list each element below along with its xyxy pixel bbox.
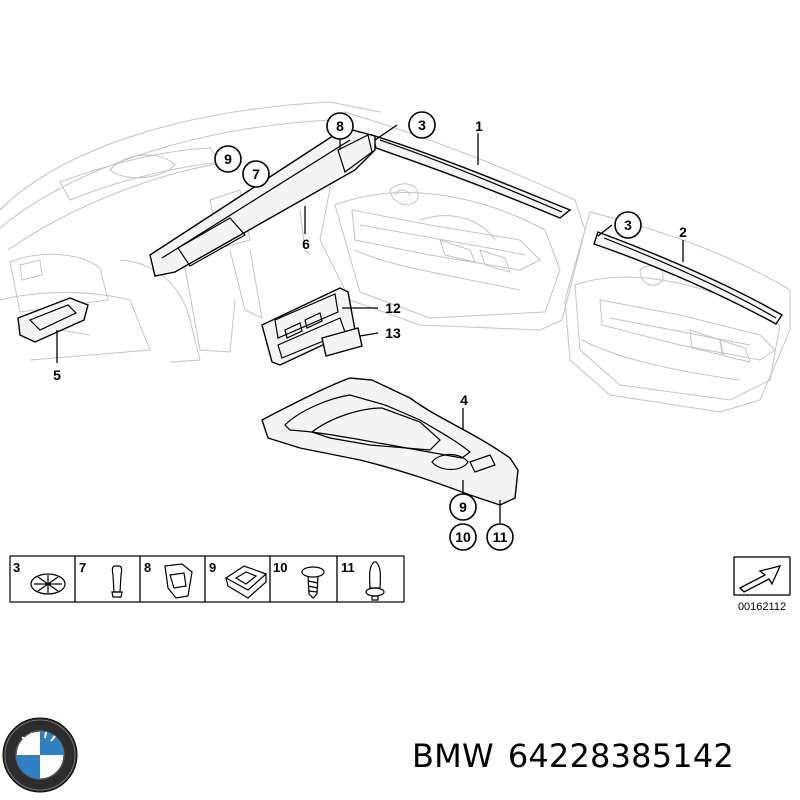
callout-4: 4 (460, 392, 468, 408)
callout-5-label: 5 (53, 367, 61, 383)
screw-icon (301, 566, 325, 599)
callout-6: 6 (302, 236, 310, 252)
footer-part-caption: BMW 64228385142 (412, 737, 792, 775)
star-clip-icon (30, 573, 66, 595)
callout-11: 11 (486, 523, 514, 551)
callout-2: 2 (679, 224, 687, 240)
brand-name: BMW (412, 737, 494, 775)
callout-12: 12 (385, 300, 401, 316)
callout-9a-label: 9 (224, 151, 232, 167)
callout-3a: 3 (408, 111, 436, 139)
callout-7: 7 (242, 160, 270, 188)
callout-4-label: 4 (460, 392, 468, 408)
callout-3b-label: 3 (624, 217, 632, 233)
callout-2-label: 2 (679, 224, 687, 240)
callout-9a: 9 (214, 145, 242, 173)
fastener-label-7: 7 (79, 560, 86, 575)
callout-12-label: 12 (385, 300, 401, 316)
callout-7-label: 7 (252, 166, 260, 182)
door-trim-strip-rear (593, 231, 783, 325)
side-vent-trim (17, 297, 89, 343)
callout-11-label: 11 (493, 529, 508, 545)
center-switch-panel (261, 287, 356, 366)
fastener-label-9: 9 (209, 560, 216, 575)
switch-panel-insert (321, 327, 363, 357)
callout-6-label: 6 (302, 236, 310, 252)
callout-1: 1 (475, 118, 483, 134)
bmw-logo-icon (2, 717, 78, 793)
leader-lines (56, 124, 684, 523)
fasteners-strip: 3 7 8 9 10 11 (9, 555, 405, 603)
callout-3a-label: 3 (418, 117, 426, 133)
callout-3b: 3 (614, 211, 642, 239)
part-number: 64228385142 (507, 737, 734, 775)
callout-10-label: 10 (455, 529, 471, 545)
fastener-label-10: 10 (273, 560, 287, 575)
square-clip-icon (224, 565, 268, 599)
callout-9b: 9 (449, 493, 477, 521)
fastener-label-3: 3 (13, 560, 20, 575)
fastener-label-8: 8 (144, 560, 151, 575)
pin-icon (111, 565, 123, 598)
callout-5: 5 (53, 367, 61, 383)
callout-1-label: 1 (475, 118, 483, 134)
callout-13-label: 13 (385, 325, 401, 341)
front-door-background (319, 111, 586, 331)
expansion-rivet-icon (365, 561, 385, 601)
callout-13: 13 (385, 325, 401, 341)
callout-8-label: 8 (336, 118, 344, 134)
callout-9b-label: 9 (459, 499, 467, 515)
callout-10: 10 (449, 523, 477, 551)
reference-arrow-icon (733, 556, 791, 596)
diagram-reference-code: 00162112 (738, 601, 786, 613)
door-trim-strip-front (370, 133, 572, 219)
callout-8: 8 (326, 112, 354, 140)
center-console-trim (261, 377, 519, 506)
fastener-label-11: 11 (341, 560, 355, 575)
spring-clip-icon (164, 563, 193, 599)
